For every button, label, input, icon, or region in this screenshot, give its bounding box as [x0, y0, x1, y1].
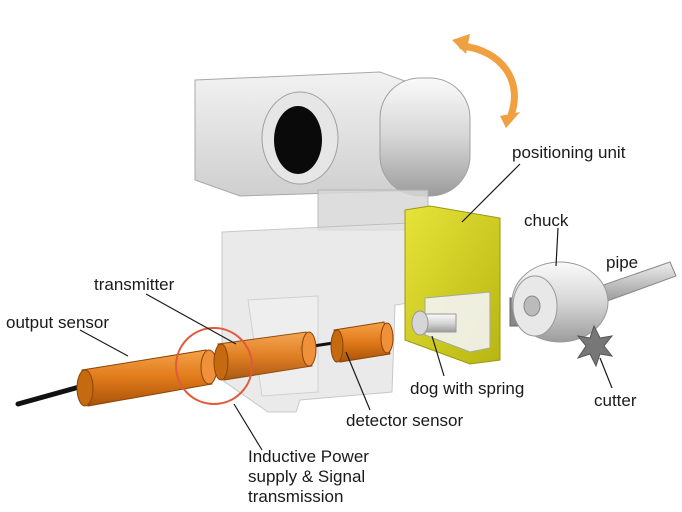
label-transmitter: transmitter [94, 275, 175, 294]
output-sensor [76, 349, 218, 407]
cutter-icon [576, 324, 614, 368]
label-cutter: cutter [594, 391, 637, 410]
label-chuck: chuck [524, 211, 569, 230]
label-detector-sensor: detector sensor [346, 411, 464, 430]
dog-with-spring [411, 310, 457, 336]
transmitter [213, 331, 317, 381]
label-pipe: pipe [606, 253, 638, 272]
label-positioning-unit: positioning unit [512, 143, 626, 162]
leader-lines [79, 163, 613, 451]
label-output-sensor: output sensor [6, 313, 109, 332]
detector-sensor [330, 321, 394, 363]
label-inductive-line2: supply & Signal [248, 467, 365, 486]
label-dog-with-spring: dog with spring [410, 379, 524, 398]
upper-housing [194, 71, 471, 231]
rotation-arrow-icon [452, 34, 520, 128]
label-inductive-line3: transmission [248, 487, 343, 506]
transparent-bracket [221, 221, 431, 413]
label-inductive-line1: Inductive Power [248, 447, 369, 466]
bore-hole [274, 106, 322, 174]
positioning-unit-block [404, 205, 501, 365]
inductive-highlight-circle [175, 327, 253, 405]
chuck [509, 261, 609, 343]
